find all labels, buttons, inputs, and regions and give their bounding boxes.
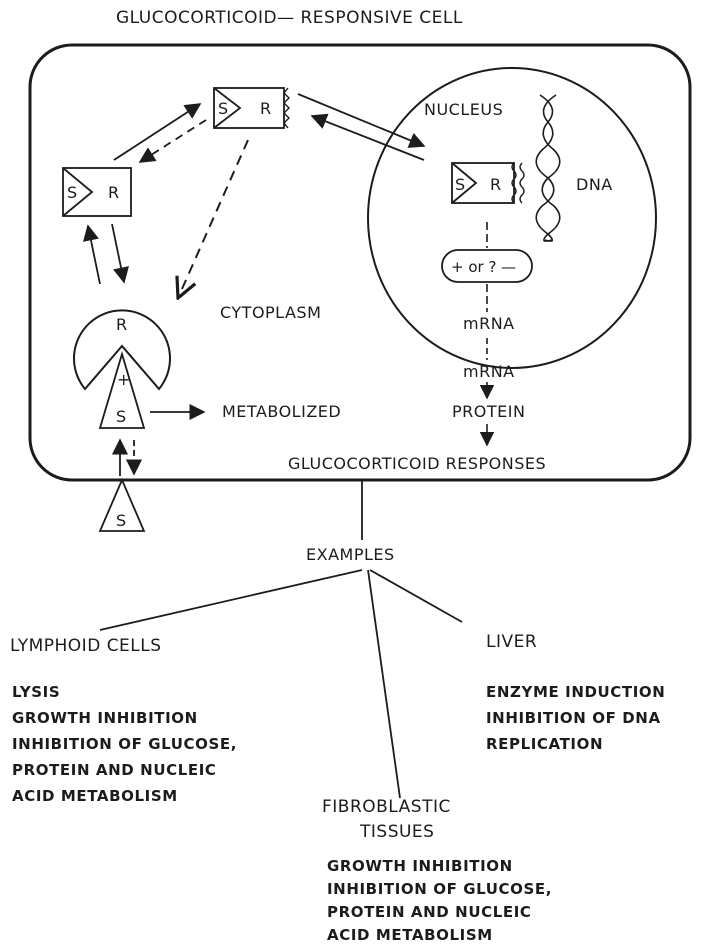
regulation-label: + or ? — (451, 258, 516, 276)
liver-title: LIVER (486, 632, 537, 652)
symbol-s-outside: S (116, 511, 126, 530)
symbol-plus: + (117, 370, 130, 389)
fibroblastic-title-line2: TISSUES (360, 822, 434, 842)
dna-helix (536, 95, 560, 241)
branch-lymphoid (100, 570, 362, 630)
liver-effect: ENZYME INDUCTION (486, 683, 665, 701)
fibroblastic-effect: ACID METABOLISM (327, 926, 493, 944)
dna-label: DNA (576, 175, 613, 194)
symbol-s-top: S (218, 99, 228, 118)
liver-effect: INHIBITION OF DNA (486, 709, 661, 727)
metabolized-label: METABOLIZED (222, 402, 341, 421)
nucleus-label: NUCLEUS (424, 100, 503, 119)
mrna-nuclear-label: mRNA (463, 314, 515, 333)
arrow-complex-to-receptor (112, 224, 124, 282)
symbol-s-bound: S (116, 407, 126, 426)
arrow-to-nucleus (298, 94, 424, 146)
mrna-cytoplasm-label: mRNA (463, 362, 515, 381)
cell-membrane (30, 45, 690, 480)
symbol-r-top: R (260, 99, 271, 118)
fibroblastic-effect: INHIBITION OF GLUCOSE, (327, 880, 552, 898)
examples-heading: EXAMPLES (306, 545, 395, 564)
lymphoid-effect: ACID METABOLISM (12, 787, 178, 805)
lymphoid-effect: LYSIS (12, 683, 60, 701)
symbol-s-left: S (67, 183, 77, 202)
cytoplasm-label: CYTOPLASM (220, 303, 321, 322)
branch-fibroblastic (368, 570, 400, 798)
branch-liver (370, 570, 462, 622)
liver-effect: REPLICATION (486, 735, 603, 753)
fibroblastic-effect: PROTEIN AND NUCLEIC (327, 903, 532, 921)
lymphoid-effect: GROWTH INHIBITION (12, 709, 198, 727)
symbol-r-left: R (108, 183, 119, 202)
responses-label: GLUCOCORTICOID RESPONSES (288, 454, 546, 473)
protein-label: PROTEIN (452, 402, 525, 421)
fibroblastic-title-line1: FIBROBLASTIC (322, 797, 451, 817)
arrow-top-to-left-dashed (140, 120, 206, 162)
fibroblastic-effect: GROWTH INHIBITION (327, 857, 513, 875)
symbol-r-receptor: R (116, 315, 127, 334)
arrow-top-to-receptor-dashed (178, 140, 248, 298)
arrow-receptor-to-complex (88, 226, 100, 284)
lymphoid-effect: PROTEIN AND NUCLEIC (12, 761, 217, 779)
symbol-s-nucleus: S (455, 175, 465, 194)
lymphoid-title: LYMPHOID CELLS (10, 636, 162, 656)
lymphoid-effect: INHIBITION OF GLUCOSE, (12, 735, 237, 753)
symbol-r-nucleus: R (490, 175, 501, 194)
